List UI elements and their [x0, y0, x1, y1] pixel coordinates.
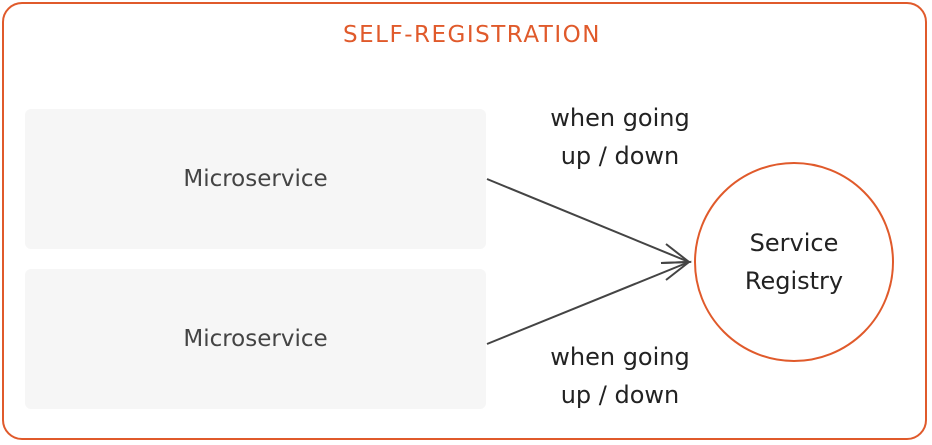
arrow-head-2 [660, 260, 693, 281]
edge-label-1: when going up / down [550, 104, 690, 170]
microservice-box-1: Microservice [25, 109, 486, 249]
service-registry-label: Service Registry [744, 229, 844, 295]
arrow-line-1 [486, 178, 690, 263]
arrow-line-2 [486, 261, 690, 345]
microservice-label-2: Microservice [183, 326, 328, 352]
microservice-label-1: Microservice [183, 166, 328, 192]
edge-label-2: when going up / down [550, 343, 690, 409]
microservice-box-2: Microservice [25, 269, 486, 409]
service-registry-circle: Service Registry [694, 162, 894, 362]
diagram-frame [2, 2, 927, 440]
diagram-title: SELF-REGISTRATION [343, 22, 601, 48]
